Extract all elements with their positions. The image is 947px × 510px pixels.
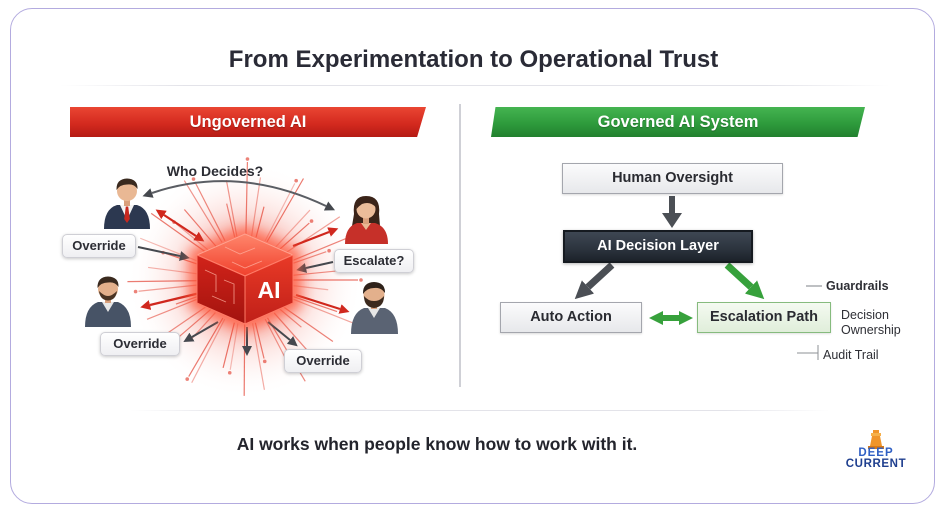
- man-icon: [85, 276, 131, 327]
- sunburst-ray: [229, 323, 239, 370]
- businessman-head: [117, 181, 137, 201]
- bearded-man-shirt: [368, 308, 380, 318]
- bearded-man-hair: [362, 282, 386, 294]
- bearded-man-body: [351, 308, 398, 334]
- escalate-label: Escalate?: [334, 249, 414, 273]
- decision-ownership-annotation: Decision Ownership: [841, 308, 901, 337]
- escalation-path-node: Escalation Path: [697, 302, 831, 333]
- ai-decision-layer-node: AI Decision Layer: [563, 230, 753, 263]
- logo-icon-cap: [873, 430, 879, 433]
- sunburst-ray: [191, 318, 226, 384]
- arrow-cube-bearded-man: [295, 293, 350, 314]
- ai-core-label: AI: [258, 277, 281, 303]
- bearded-man-beard: [364, 296, 384, 308]
- page-title: From Experimentation to Operational Trus…: [228, 46, 719, 73]
- override-label-top: Override: [62, 234, 136, 258]
- sunburst-dot: [245, 157, 250, 161]
- sunburst-ray: [252, 323, 266, 390]
- sunburst-ray: [274, 209, 311, 249]
- arrow-escalate-to-cube: [296, 261, 334, 273]
- logo-icon-tower: [870, 436, 882, 446]
- woman-body: [345, 223, 388, 244]
- auto-action-node: Auto Action: [500, 302, 642, 333]
- arrow-override-to-cube: [137, 246, 190, 261]
- guardrails-annotation: Guardrails: [826, 279, 889, 293]
- sunburst-ray: [243, 323, 246, 396]
- sunburst-dot: [359, 278, 363, 282]
- logo-icon-lamp: [871, 433, 881, 436]
- sunburst-dot: [294, 178, 298, 183]
- footer-tagline: AI works when people know how to work wi…: [236, 434, 638, 454]
- businessman-neck: [124, 198, 130, 206]
- sunburst-ray: [127, 280, 202, 283]
- sunburst-dot: [191, 177, 196, 181]
- woman-bangs: [356, 198, 376, 209]
- man-beard: [99, 291, 117, 301]
- man-shirt: [102, 302, 114, 312]
- ai-cube-icon: AI: [189, 226, 301, 332]
- lighthouse-logo-icon: [868, 430, 884, 449]
- businessman-hair: [116, 178, 138, 190]
- arrow-cube-woman: [292, 227, 339, 248]
- bearded-man-icon: [351, 282, 398, 334]
- title-divider: [60, 85, 890, 86]
- cube-right-face: [244, 254, 294, 325]
- who-decides-arrow: [142, 180, 336, 211]
- governed-banner: Governed AI System: [491, 107, 865, 137]
- ungoverned-banner: Ungoverned AI: [70, 107, 426, 137]
- arrow-decision-to-auto-action: [574, 262, 615, 300]
- who-decides-label: Who Decides?: [166, 163, 264, 179]
- sunburst-ray: [222, 322, 235, 369]
- sunburst-dot: [262, 359, 267, 364]
- override-label-bottom-left: Override: [100, 332, 180, 356]
- sunburst-dot: [327, 248, 331, 253]
- human-oversight-node: Human Oversight: [562, 163, 783, 194]
- businessman-icon: [104, 178, 150, 229]
- arrow-cube-businessman: [155, 209, 205, 242]
- man-hair: [97, 276, 119, 288]
- woman-neck: [363, 215, 369, 224]
- sunburst-dot: [227, 370, 232, 375]
- sunburst-dot: [133, 289, 138, 294]
- logo-text-deep: DEEP: [858, 447, 894, 459]
- panel-divider: [459, 104, 461, 387]
- woman-icon: [345, 196, 388, 244]
- cube-circuit-lines: [204, 246, 263, 304]
- man-body: [85, 302, 131, 327]
- sunburst-dot: [185, 377, 190, 381]
- logo-text-current: CURRENT: [845, 458, 907, 470]
- logo-icon-base: [868, 446, 884, 449]
- man-head: [98, 279, 118, 299]
- footer-divider: [130, 410, 830, 411]
- sunburst-ray: [188, 317, 224, 377]
- arrow-cube-override-left: [183, 321, 219, 342]
- businessman-tie: [124, 206, 130, 223]
- arrow-decision-to-escalation: [724, 262, 765, 300]
- arrow-cube-override-right: [267, 321, 298, 347]
- override-label-bottom-right: Override: [284, 349, 362, 373]
- sunburst-ray: [254, 322, 265, 359]
- audit-trail-annotation: Audit Trail: [823, 348, 879, 362]
- woman-neckline: [361, 223, 371, 230]
- sunburst-dot: [309, 219, 314, 223]
- arrow-oversight-to-decision: [662, 196, 682, 228]
